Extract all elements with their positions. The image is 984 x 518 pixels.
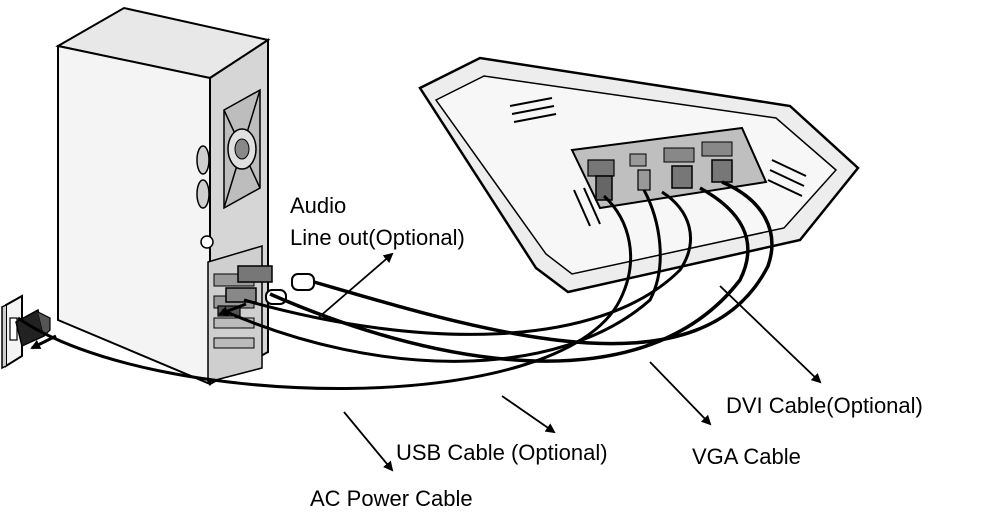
computer-tower-icon [55,6,273,386]
usb-pointer [501,395,556,434]
dvi-cable-line [313,180,774,346]
label-vga-cable: VGA Cable [692,444,801,469]
ferrite-core [291,273,315,291]
label-line-out: Line out(Optional) [290,225,465,250]
pointer-lines [317,252,822,472]
ac-power-cable-line [17,194,633,391]
usb-cable-line [221,189,662,363]
label-ac-power-cable: AC Power Cable [310,486,473,511]
label-usb-cable: USB Cable (Optional) [396,440,608,465]
label-dvi-cable: DVI Cable(Optional) [726,393,923,418]
dvi-pointer [719,285,822,384]
audio-cable-line [243,190,692,336]
power-plug-icon [15,308,51,348]
label-audio: Audio [290,193,346,218]
audio-pointer [317,252,394,319]
ac-power-pointer [343,411,394,472]
vga-pointer [649,361,712,426]
wall-outlet-icon [1,294,23,370]
monitor-back-icon [418,56,860,294]
cables [17,180,774,391]
